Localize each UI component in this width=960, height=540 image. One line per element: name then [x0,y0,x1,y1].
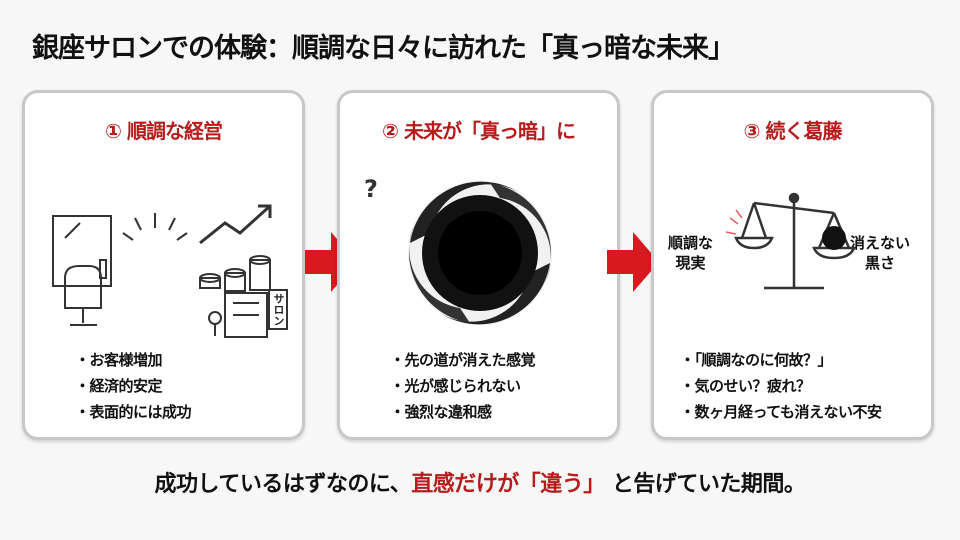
summary-text: 成功しているはずなのに、直感だけが「違う」 と告げていた期間。 [0,466,960,498]
bullet-list: 「順調なのに何故？」 気のせい？疲れ？ 数ヶ月経っても消えない不安 [680,347,883,425]
card-heading: ③ 続く葛藤 [743,119,843,143]
bullet-item: 強烈な違和感 [390,399,535,425]
salon-success-illustration [52,204,272,338]
scale-left-label: 順調な 現実 [668,234,714,272]
bullet-item: 先の道が消えた感覚 [390,347,536,373]
scale-right-label: 消えない 黒さ [850,234,911,272]
question-mark-icon: ? [364,175,378,203]
summary-before: 成功しているはずなのに、 [154,472,412,497]
bullet-item: 数ヶ月経っても消えない不安 [680,399,883,425]
bullet-item: お客様増加 [75,347,191,373]
bullet-item: 経済的安定 [75,373,191,399]
salon-sign: サロン [268,289,288,330]
mirror-icon [52,215,112,287]
black-hole-icon [408,181,552,325]
building-icon [224,292,268,338]
summary-after: と告げていた期間。 [611,472,806,497]
bullet-list: 先の道が消えた感覚 光が感じられない 強烈な違和感 [390,347,536,425]
bullet-list: お客様増加 経済的安定 表面的には成功 [75,347,192,425]
card-conflict: ③ 続く葛藤 順調な 現実 消えない 黒さ 「順調なのに何故？」 気のせい？疲れ… [651,90,934,440]
summary-highlight: 直感だけが「違う」 [411,472,605,497]
card-heading: ② 未来が「真っ暗」に [382,119,576,143]
bullet-item: 「順調なのに何故？」 [680,347,882,373]
card-smooth-business: ① 順調な経営 サロン お客様増加 経済的安定 表面的には成功 [22,90,305,440]
trend-up-icon [199,204,272,245]
page-title: 銀座サロンでの体験：順調な日々に訪れた「真っ暗な未来」 [32,33,735,64]
bullet-item: 気のせい？疲れ？ [680,373,882,399]
bullet-item: 表面的には成功 [75,399,192,425]
bullet-item: 光が感じられない [390,373,535,399]
card-heading: ① 順調な経営 [105,119,223,143]
arrow-right-icon [607,232,659,292]
balance-scale-icon [725,192,856,290]
card-dark-future: ② 未来が「真っ暗」に ? 先の道が消えた感覚 光が感じられない 強烈な違和感 [337,90,620,440]
